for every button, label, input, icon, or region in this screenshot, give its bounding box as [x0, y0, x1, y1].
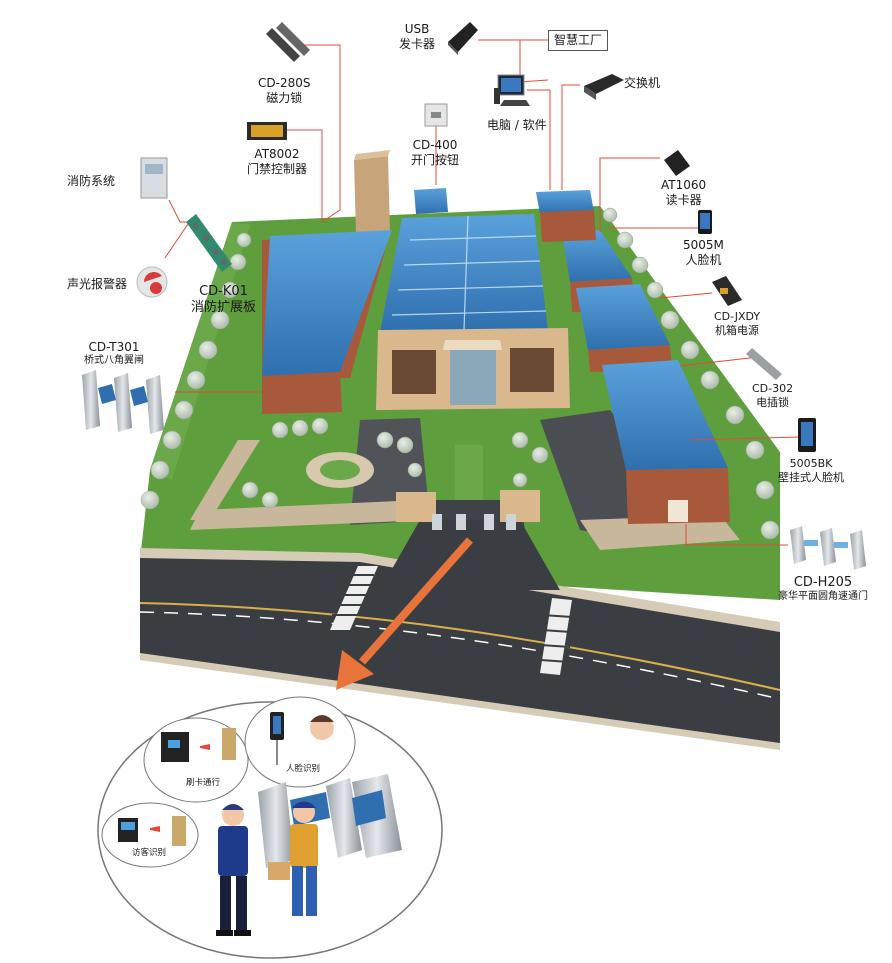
- wall-face-terminal-icon: [798, 418, 816, 452]
- speed-gate-icon: [790, 526, 866, 570]
- fire-panel-icon: [140, 157, 168, 199]
- alarm-icon: [136, 266, 168, 298]
- computer-software-label: 电脑 / 软件: [487, 118, 547, 132]
- worker-person: [268, 801, 318, 916]
- detail-circle: [97, 696, 443, 959]
- visitor-person: [216, 804, 251, 936]
- smart-factory-label: 智慧工厂: [548, 30, 609, 51]
- network-switch-icon: [584, 74, 624, 100]
- access-controller-icon: [247, 122, 287, 140]
- trees: [140, 207, 780, 540]
- entrance-gates: [432, 514, 516, 530]
- magnetic-lock-icon: [266, 22, 310, 62]
- fire-system-label: 消防系统: [67, 174, 116, 188]
- face-recognition-label: 人脸识别: [286, 764, 321, 774]
- card-issuer-icon: [448, 22, 478, 55]
- computer-icon: [494, 74, 530, 106]
- card-pass-label: 刷卡通行: [186, 778, 221, 788]
- wing-gate-icon: [82, 370, 164, 434]
- exit-button-icon: [424, 103, 448, 127]
- buildings: [262, 150, 730, 524]
- face-terminal-icon: [698, 210, 712, 234]
- zoom-arrow: [336, 537, 473, 690]
- power-supply-icon: [712, 276, 742, 306]
- fire-expansion-board-icon: [186, 214, 232, 272]
- card-reader-icon: [664, 150, 690, 176]
- alarm-label: 声光报警器: [67, 277, 128, 291]
- switch-label: 交换机: [624, 76, 661, 90]
- road: [139, 520, 781, 750]
- visitor-recognition-label: 访客识别: [132, 848, 167, 858]
- connector-lines: [164, 39, 801, 546]
- electric-bolt-lock-icon: [746, 348, 782, 380]
